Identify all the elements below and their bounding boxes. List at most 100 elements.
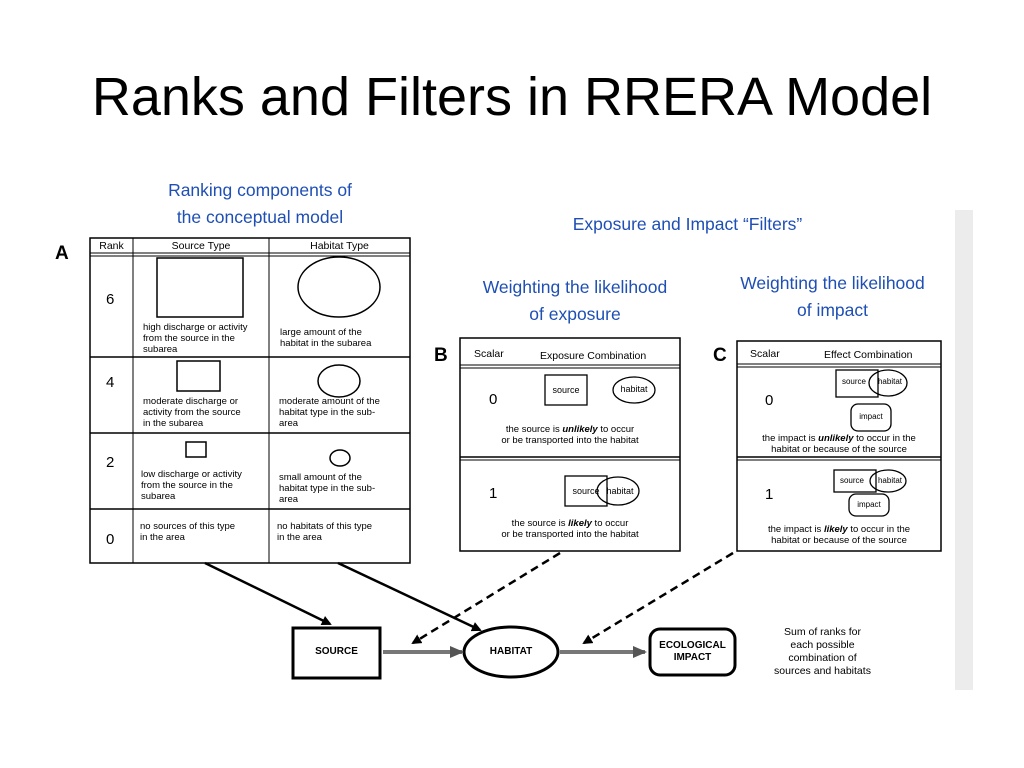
desc-line: in the area [140,532,185,543]
b1-source-box [564,475,608,507]
sum-line: Sum of ranks for [783,626,862,638]
panel-c-desc-1: the impact is likely to occur in the hab… [737,524,941,546]
desc-line: or be transported into the habitat [501,529,639,540]
desc-line: no sources of this type [140,521,236,532]
caption-ranking: Ranking components of the conceptual mod… [130,177,390,231]
c0-habitat-ellipse [868,369,908,397]
b0-habitat-ellipse [612,376,656,404]
source-large-rect [156,257,244,318]
habitat-large-ellipse [297,256,381,318]
c0-source-box [835,369,879,398]
panel-a-source-desc-6: high discharge or activity from the sour… [143,322,248,355]
panel-a-header-rank: Rank [99,240,124,252]
flow-sum-note: Sum of ranks for each possible combinati… [745,626,900,678]
panel-b-scalar-1: 1 [489,485,498,502]
panel-b-desc-1: the source is likely to occur or be tran… [460,518,680,540]
desc-line: the impact is unlikely to occur in the [737,433,941,444]
desc-line: low discharge or activity [141,469,242,480]
arrow-a-to-source [204,561,332,626]
flow-impact-label: ECOLOGICAL IMPACT [650,640,735,664]
caption-ranking-line-1: Ranking components of [168,180,352,200]
desc-line: area [279,418,299,429]
caption-exposure: Weighting the likelihood of exposure [450,274,700,328]
b1-source-label: source [572,486,600,496]
flow-source-label: SOURCE [315,646,358,657]
b0-source-label: source [552,385,580,395]
habitat-medium-ellipse [317,364,361,398]
caption-ranking-line-2: the conceptual model [176,207,344,227]
flow-diagram [204,551,737,680]
flow-habitat-ellipse [462,625,560,679]
desc-text: to occur in the [853,433,916,444]
flow-impact-box [648,627,737,677]
desc-text: to occur [591,518,629,529]
source-medium-rect [176,360,221,392]
caption-impact-line-2: of impact [797,300,868,320]
desc-line: small amount of the [279,472,362,483]
caption-impact-line-1: Weighting the likelihood [740,273,925,293]
panel-a-rank-0: 0 [106,531,115,548]
panel-a-rank-6: 6 [106,291,115,308]
desc-line: habitat or because of the source [771,444,907,455]
habitat-small-ellipse [329,449,351,467]
desc-line: habitat in the subarea [280,338,372,349]
desc-text: the source is [511,518,569,529]
panel-a-header-habitat: Habitat Type [310,240,369,252]
panel-c-table [736,340,942,552]
desc-line: the source is unlikely to occur [460,424,680,435]
panel-c-scalar-1: 1 [765,486,774,503]
desc-line: area [279,494,299,505]
panel-a-source-desc-2: low discharge or activity from the sourc… [141,469,242,502]
desc-line: in the subarea [143,418,204,429]
b1-habitat-label: habitat [606,486,634,496]
panel-b-header-combo: Exposure Combination [540,350,647,362]
panel-c-header-scalar: Scalar [750,348,780,360]
desc-text: to occur [597,424,635,435]
desc-line: the impact is likely to occur in the [737,524,941,535]
caption-impact: Weighting the likelihood of impact [705,270,960,324]
desc-line: large amount of the [280,327,362,338]
panel-a-habitat-desc-4: moderate amount of the habitat type in t… [279,396,380,429]
panel-b-scalar-0: 0 [489,391,498,408]
c1-impact-label: impact [857,500,881,509]
panel-c-scalar-0: 0 [765,392,774,409]
panel-c-header-combo: Effect Combination [824,349,913,361]
flow-impact-line-2: IMPACT [673,652,712,663]
panel-a-rank-4: 4 [106,374,115,391]
desc-line: habitat type in the sub- [279,407,376,418]
source-small-rect [185,441,207,458]
b0-source-box [544,374,588,406]
c0-impact-box [850,403,892,432]
caption-filters: Exposure and Impact “Filters” [572,214,803,234]
desc-emphasis: unlikely [562,424,598,435]
b1-habitat-ellipse [596,476,640,506]
desc-line: moderate amount of the [279,396,380,407]
desc-line: high discharge or activity [143,322,248,333]
c0-habitat-label: habitat [877,377,903,386]
panel-a-habitat-desc-6: large amount of the habitat in the subar… [280,327,371,349]
panel-a-table [89,237,411,564]
panel-a-header-source: Source Type [171,240,231,252]
panel-a-habitat-desc-2: small amount of the habitat type in the … [279,472,375,505]
desc-line: habitat type in the sub- [279,483,376,494]
sum-line: each possible [790,639,855,651]
panel-a-letter: A [55,243,69,264]
panel-b-letter: B [434,345,448,366]
arrow-c-to-flow [582,551,734,645]
desc-line: subarea [141,491,176,502]
c1-habitat-ellipse [869,469,907,493]
panel-b-header-scalar: Scalar [474,348,504,360]
panel-a-source-desc-0: no sources of this type in the area [140,521,235,543]
desc-line: in the area [277,532,322,543]
desc-emphasis: likely [568,518,592,529]
desc-emphasis: likely [823,524,848,535]
c0-source-label: source [841,377,866,386]
desc-line: no habitats of this type [277,521,373,532]
desc-line: habitat or because of the source [771,535,907,546]
sum-line: combination of [788,652,857,664]
desc-line: the source is likely to occur [460,518,680,529]
panel-a-habitat-desc-0: no habitats of this type in the area [277,521,372,543]
arrow-a-to-habitat [337,561,482,632]
desc-text: to occur in the [847,524,911,535]
page-shading [955,210,973,690]
